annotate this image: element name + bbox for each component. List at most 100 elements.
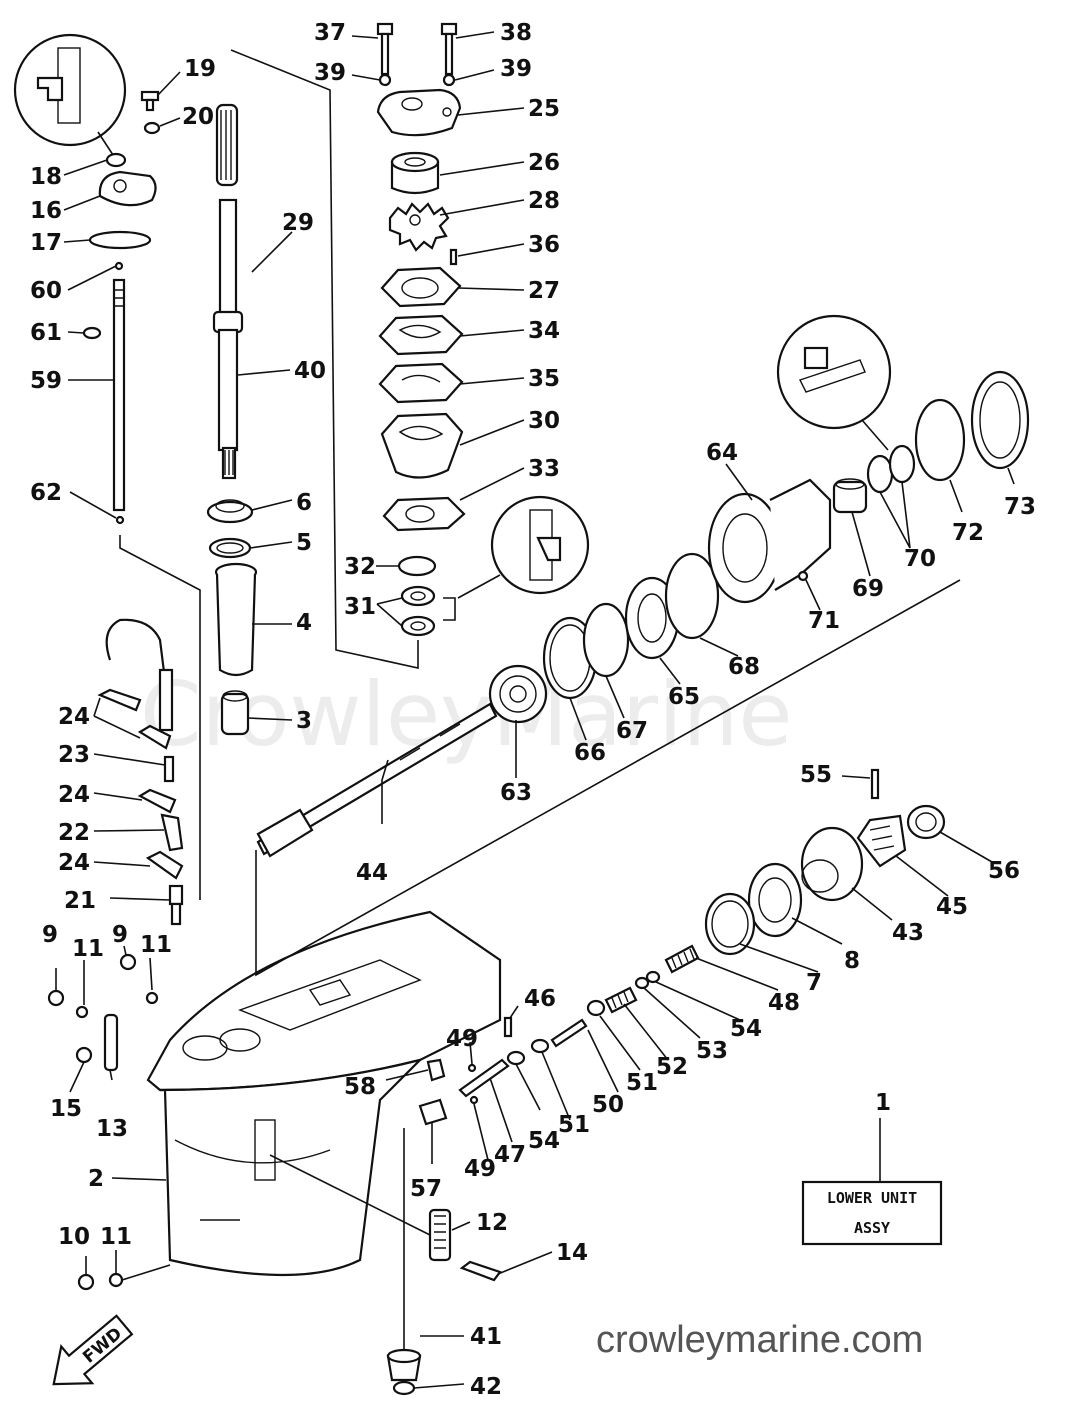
callout-24c: 24	[58, 850, 90, 876]
seal-6	[206, 499, 254, 524]
washer-39b	[442, 73, 456, 87]
pin-50	[550, 1018, 588, 1048]
cover-16	[98, 170, 157, 207]
plate-34	[378, 314, 464, 356]
callout-29: 29	[282, 210, 314, 236]
callout-17: 17	[30, 230, 62, 256]
gasket-35	[378, 362, 464, 404]
callout-50: 50	[592, 1092, 624, 1118]
shim-67	[582, 602, 630, 678]
callout-7: 7	[806, 970, 822, 996]
seals-70	[866, 444, 916, 494]
gear-63	[488, 664, 548, 724]
callout-labels: 37 38 39 39 25 26 28 36 27 34 35 30 33 3…	[30, 20, 1036, 1400]
clamp-24b	[137, 724, 172, 750]
callout-39a: 39	[314, 60, 346, 86]
bearing-8	[747, 862, 803, 938]
callout-73: 73	[1004, 494, 1036, 520]
callout-24b: 24	[58, 782, 90, 808]
drive-shaft-40	[212, 103, 244, 480]
callout-35: 35	[528, 366, 560, 392]
pin-62	[115, 515, 125, 525]
ring-68	[664, 552, 720, 640]
callout-58: 58	[344, 1074, 376, 1100]
propeller-shaft-44	[256, 702, 498, 858]
pin-71	[797, 570, 809, 582]
o-ring-32	[397, 555, 437, 577]
callout-19: 19	[184, 56, 216, 82]
callout-46: 46	[524, 986, 556, 1012]
magnifier-detail-mid	[490, 495, 590, 595]
callout-18: 18	[30, 164, 62, 190]
anode-12	[428, 1208, 452, 1262]
washer-39a	[378, 73, 392, 87]
callout-15: 15	[50, 1096, 82, 1122]
callout-31: 31	[344, 594, 376, 620]
callout-16: 16	[30, 198, 62, 224]
screw-23	[163, 755, 175, 783]
callout-40: 40	[294, 358, 326, 384]
pin-55	[870, 768, 880, 800]
sleeve-4	[214, 562, 258, 677]
callout-60: 60	[30, 278, 62, 304]
bracket-line-pump	[230, 49, 419, 669]
shift-rod-59	[112, 278, 126, 512]
pump-case-30	[380, 412, 464, 479]
gasket-33	[382, 496, 466, 532]
callout-48: 48	[768, 990, 800, 1016]
leader-shift-rod	[119, 535, 201, 900]
callout-2: 2	[88, 1166, 104, 1192]
clamp-24a	[97, 688, 142, 712]
callout-57: 57	[410, 1176, 442, 1202]
bolt-14	[459, 1260, 502, 1282]
callout-34: 34	[528, 318, 560, 344]
carrier-64	[707, 478, 832, 604]
callout-32: 32	[344, 554, 376, 580]
spring-48	[664, 944, 700, 974]
callout-72: 72	[952, 520, 984, 546]
plunger-57	[418, 1098, 448, 1126]
lower-casing-2	[146, 910, 502, 1277]
callout-66: 66	[574, 740, 606, 766]
impeller-insert-26	[390, 151, 440, 195]
callout-36: 36	[528, 232, 560, 258]
callout-62: 62	[30, 480, 62, 506]
nut-18	[105, 152, 127, 168]
callout-47: 47	[494, 1142, 526, 1168]
clamp-24d	[145, 850, 184, 880]
leader-11c	[121, 1264, 171, 1281]
callout-11a: 11	[72, 936, 104, 962]
pin-46	[503, 1016, 513, 1038]
seals-31	[400, 585, 436, 637]
o-ring-5	[208, 537, 252, 559]
bolt-38	[440, 22, 458, 76]
screw-19	[140, 90, 160, 112]
gasket-27	[380, 266, 462, 308]
leader-prop-shaft	[255, 579, 961, 977]
callout-71: 71	[808, 608, 840, 634]
callout-8: 8	[844, 948, 860, 974]
bearing-3	[220, 690, 250, 736]
nut-42	[392, 1380, 416, 1396]
plunger-51b	[586, 999, 606, 1017]
washer-11a	[75, 1005, 89, 1019]
washer-53	[634, 976, 650, 990]
site-url: crowleymarine.com	[596, 1319, 923, 1361]
callout-44: 44	[356, 860, 388, 886]
washer-54b	[645, 970, 661, 984]
gear-43	[800, 826, 864, 902]
impeller-28	[388, 202, 450, 252]
callout-5: 5	[296, 530, 312, 556]
callout-41: 41	[470, 1324, 502, 1350]
callout-28: 28	[528, 188, 560, 214]
callout-11c: 11	[100, 1224, 132, 1250]
callout-33: 33	[528, 456, 560, 482]
washer-51a	[530, 1038, 550, 1054]
bolt-15	[75, 1046, 93, 1064]
pin-36	[449, 248, 458, 266]
washer-54a	[506, 1050, 526, 1066]
anode-13	[103, 1013, 119, 1072]
callout-69: 69	[852, 576, 884, 602]
grommet-22	[160, 813, 184, 852]
callout-24a: 24	[58, 704, 90, 730]
